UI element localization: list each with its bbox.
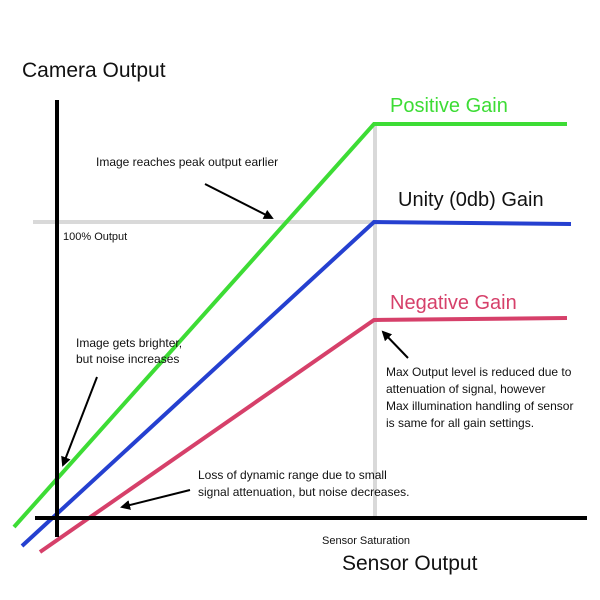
negative-gain-line [38, 316, 568, 554]
max-output-note-line-1: Max Output level is reduced due to [386, 365, 572, 379]
dynamic-range-note: Loss of dynamic range due to small signa… [198, 468, 409, 499]
hundred-percent-label: 100% Output [63, 231, 127, 243]
max-output-note-line-2: attenuation of signal, however [386, 382, 545, 396]
dynamic-range-note-line-1: Loss of dynamic range due to small [198, 468, 387, 482]
brighter-note: Image gets brighter, but noise increases [76, 336, 185, 366]
brighter-note-line-2: but noise increases [76, 352, 179, 366]
brighter-note-line-1: Image gets brighter, [76, 336, 182, 350]
unity-gain-label: Unity (0db) Gain [398, 189, 544, 211]
x-axis-title: Sensor Output [342, 552, 478, 575]
positive-gain-label: Positive Gain [390, 95, 508, 117]
max-output-note-line-3: Max illumination handling of sensor [386, 399, 573, 413]
max-output-note-line-4: is same for all gain settings. [386, 416, 534, 430]
dynamic-range-arrow [120, 489, 191, 510]
dynamic-range-note-line-2: signal attenuation, but noise decreases. [198, 485, 409, 499]
max-output-note: Max Output level is reduced due to atten… [386, 365, 577, 430]
unity-gain-line [20, 219, 572, 548]
max-output-arrow [381, 330, 409, 359]
sensor-saturation-label: Sensor Saturation [322, 535, 410, 547]
positive-gain-line [12, 122, 567, 529]
y-axis-title: Camera Output [22, 59, 166, 82]
brighter-arrow [61, 376, 98, 467]
peak-earlier-arrow [204, 183, 274, 219]
peak-earlier-note: Image reaches peak output earlier [96, 155, 278, 169]
negative-gain-label: Negative Gain [390, 292, 517, 314]
